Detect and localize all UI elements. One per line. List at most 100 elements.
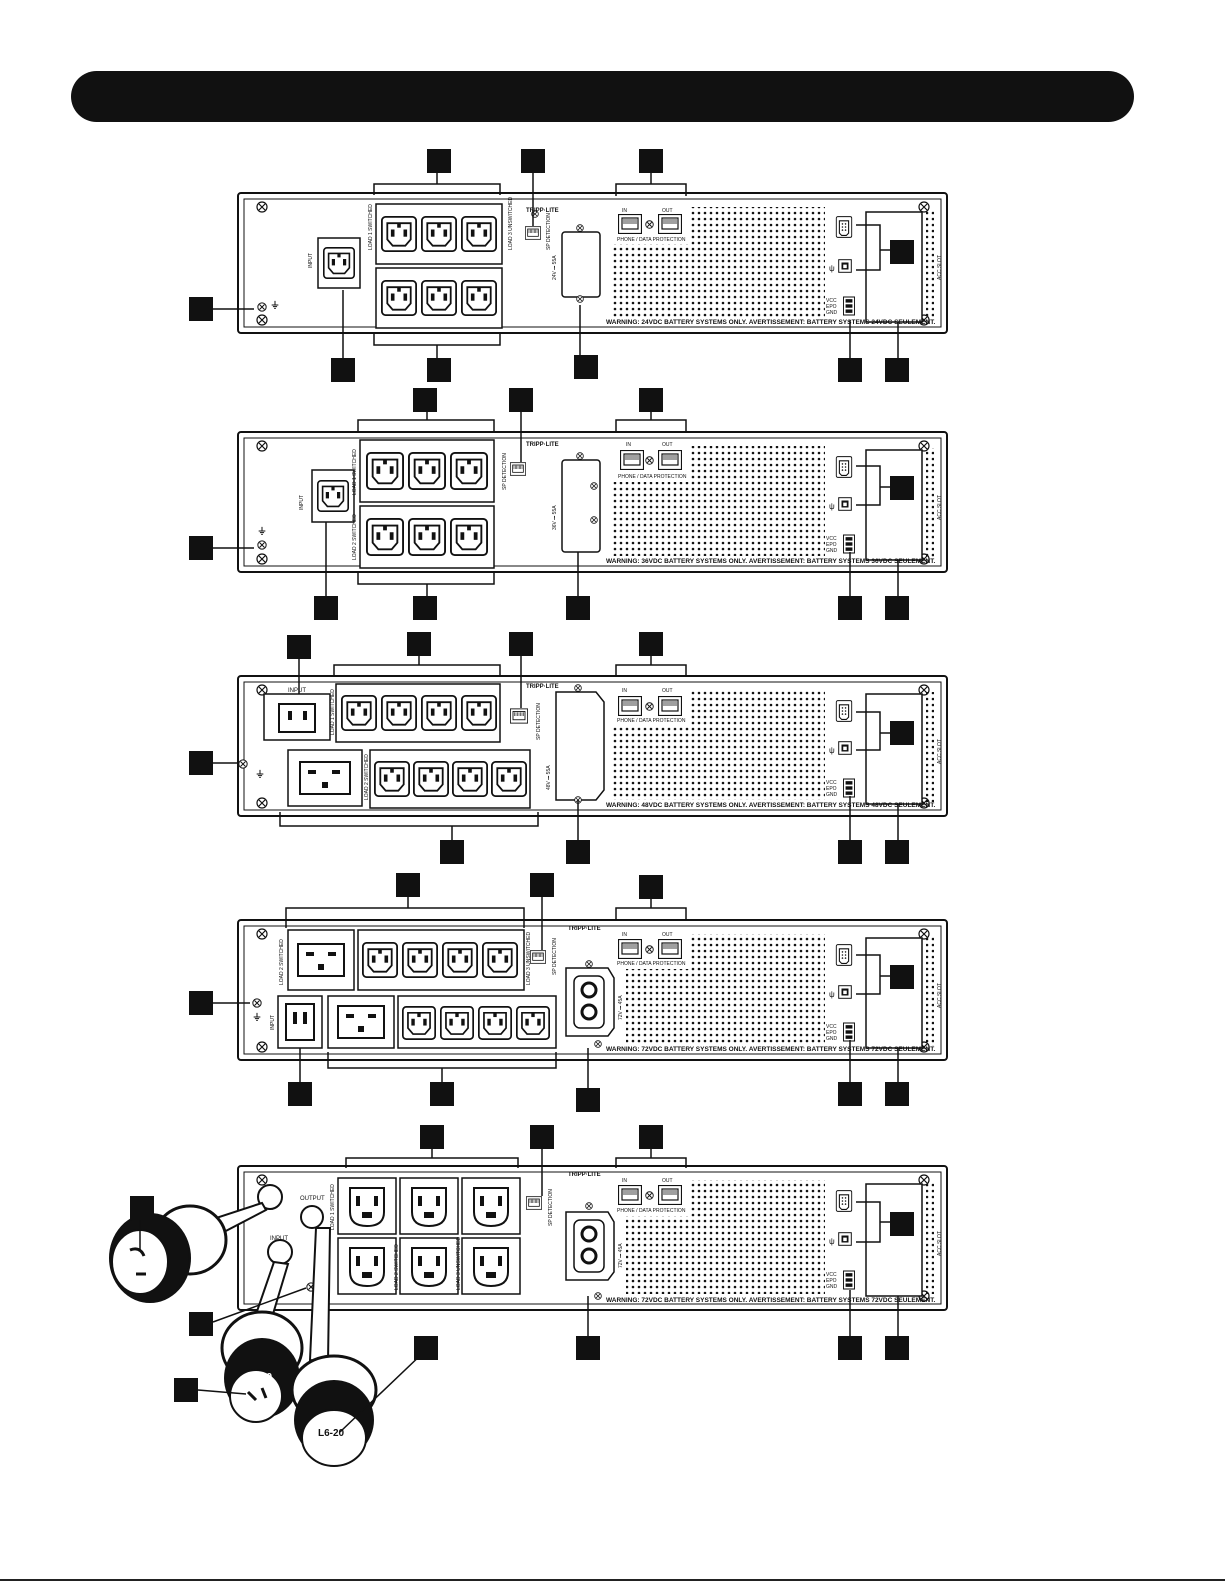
jack-in-label: IN — [622, 932, 627, 938]
phone-data-label: PHONE / DATA PROTECTION — [617, 237, 686, 243]
brand-logo: TRIPP·LITE — [526, 208, 559, 214]
vcc-label: VCC — [826, 1272, 837, 1278]
callout-badge — [885, 358, 909, 382]
callout-badge — [838, 840, 862, 864]
load2-label: LOAD 2 SWITCHED — [364, 754, 370, 800]
usb-icon: ψ — [829, 1237, 835, 1246]
gnd-label: GND — [826, 310, 838, 316]
callout-badge — [189, 297, 213, 321]
callout-badge — [838, 1082, 862, 1106]
gnd-label: GND — [826, 1284, 838, 1290]
input-label: INPUT — [270, 1015, 276, 1030]
warning-text: WARNING: 72VDC BATTERY SYSTEMS ONLY. AVE… — [606, 1046, 935, 1053]
callout-badge — [509, 632, 533, 656]
callout-badge — [331, 358, 355, 382]
callout-badge — [189, 751, 213, 775]
sp-detection-label: SP DETECTION — [552, 938, 558, 975]
ups-rear-panel-1: INPUT LOAD 1 SWITCHED LOAD 3 UNSWITCHED … — [189, 149, 948, 382]
acc-slot-label: ACC SLOT — [937, 983, 943, 1008]
callout-badge — [639, 632, 663, 656]
callout-badge — [566, 596, 590, 620]
warning-text: WARNING: 48VDC BATTERY SYSTEMS ONLY. AVE… — [606, 802, 935, 809]
epo-label: EPO — [826, 304, 837, 310]
callout-badge — [890, 240, 914, 264]
load-cord: L6-20 — [290, 1227, 378, 1467]
callout-badge — [639, 1125, 663, 1149]
ups-rear-panel-5: OUTPUT INPUT LOAD 1 SWITCHED LOAD 2 SWIT… — [109, 1125, 948, 1467]
ups-rear-panel-3: INPUT LOAD 1 SWITCHED LOAD 2 SWITCHED SP… — [189, 632, 948, 864]
sp-detection-label: SP DETECTION — [548, 1189, 554, 1226]
callout-badge — [407, 632, 431, 656]
warning-text: WARNING: 72VDC BATTERY SYSTEMS ONLY. AVE… — [606, 1297, 935, 1304]
callout-badge — [509, 388, 533, 412]
input-label: INPUT — [270, 1236, 288, 1242]
section-header-bar — [71, 71, 1134, 122]
ups-rear-panel-2: INPUT LOAD 1 SWITCHED LOAD 2 SWITCHED SP… — [189, 388, 948, 620]
load1-label: LOAD 1 SWITCHED — [330, 1184, 336, 1230]
acc-slot-label: ACC SLOT — [937, 1231, 943, 1256]
callout-badge — [420, 1125, 444, 1149]
callout-badge — [838, 596, 862, 620]
callout-badge — [639, 388, 663, 412]
jack-in-label: IN — [622, 688, 627, 694]
callout-badge — [885, 1082, 909, 1106]
brand-logo: TRIPP·LITE — [526, 684, 559, 690]
vcc-label: VCC — [826, 1024, 837, 1030]
callout-badge — [890, 721, 914, 745]
usb-icon: ψ — [829, 746, 835, 755]
acc-slot-label: ACC SLOT — [937, 739, 943, 764]
input-plug-rating: L6-20 — [246, 1372, 273, 1383]
callout-badge — [427, 358, 451, 382]
phone-data-label: PHONE / DATA PROTECTION — [617, 961, 686, 967]
acc-slot-label: ACC SLOT — [937, 495, 943, 520]
jack-out-label: OUT — [662, 688, 673, 694]
callout-badge — [576, 1088, 600, 1112]
callout-badge — [521, 149, 545, 173]
ups-rear-panel-4: LOAD 2 SWITCHED LOAD 3 UNSWITCHED INPUT … — [189, 873, 948, 1112]
sp-detection-label: SP DETECTION — [546, 213, 552, 250]
callout-badge — [414, 1336, 438, 1360]
jack-in-label: IN — [622, 1178, 627, 1184]
callout-badge — [413, 596, 437, 620]
load3-label: LOAD 3 UNSWITCHED — [508, 197, 514, 250]
callout-badge — [288, 1082, 312, 1106]
brand-logo: TRIPP·LITE — [568, 926, 601, 932]
epo-label: EPO — [826, 786, 837, 792]
acc-slot-label: ACC SLOT — [937, 255, 943, 280]
warning-text: WARNING: 36VDC BATTERY SYSTEMS ONLY. AVE… — [606, 558, 935, 565]
callout-badge — [440, 840, 464, 864]
callout-badge — [189, 1312, 213, 1336]
load1-label: LOAD 1 SWITCHED — [330, 689, 336, 735]
callout-badge — [566, 840, 590, 864]
bottom-rule — [0, 1579, 1225, 1581]
load2-label: LOAD 2 SWITCHED — [279, 939, 285, 985]
warning-text: WARNING: 24VDC BATTERY SYSTEMS ONLY. AVE… — [606, 319, 935, 326]
input-label: INPUT — [308, 253, 314, 268]
callout-badge — [430, 1082, 454, 1106]
dc-rating: 36V ⎓ 55A — [552, 505, 558, 530]
jack-out-label: OUT — [662, 208, 673, 214]
load-plug-rating: L6-20 — [318, 1428, 345, 1439]
vcc-label: VCC — [826, 780, 837, 786]
callout-badge — [838, 1336, 862, 1360]
load1-label: LOAD 1 SWITCHED — [352, 449, 358, 495]
callout-badge — [189, 536, 213, 560]
jack-in-label: IN — [622, 208, 627, 214]
callout-badge — [885, 840, 909, 864]
usb-icon: ψ — [829, 990, 835, 999]
epo-label: EPO — [826, 542, 837, 548]
callout-badge — [130, 1196, 154, 1220]
load1-label: LOAD 1 SWITCHED — [368, 204, 374, 250]
callout-badge — [530, 873, 554, 897]
epo-label: EPO — [826, 1030, 837, 1036]
callout-badge — [396, 873, 420, 897]
dc-rating: 72V ⎓ 45A — [618, 995, 624, 1020]
callout-badge — [890, 965, 914, 989]
callout-badge — [427, 149, 451, 173]
callout-badge — [885, 596, 909, 620]
output-label: OUTPUT — [300, 1196, 325, 1202]
phone-data-label: PHONE / DATA PROTECTION — [617, 1208, 686, 1214]
output-cord — [109, 1201, 268, 1303]
phone-data-label: PHONE / DATA PROTECTION — [618, 474, 687, 480]
callout-badge — [890, 1212, 914, 1236]
